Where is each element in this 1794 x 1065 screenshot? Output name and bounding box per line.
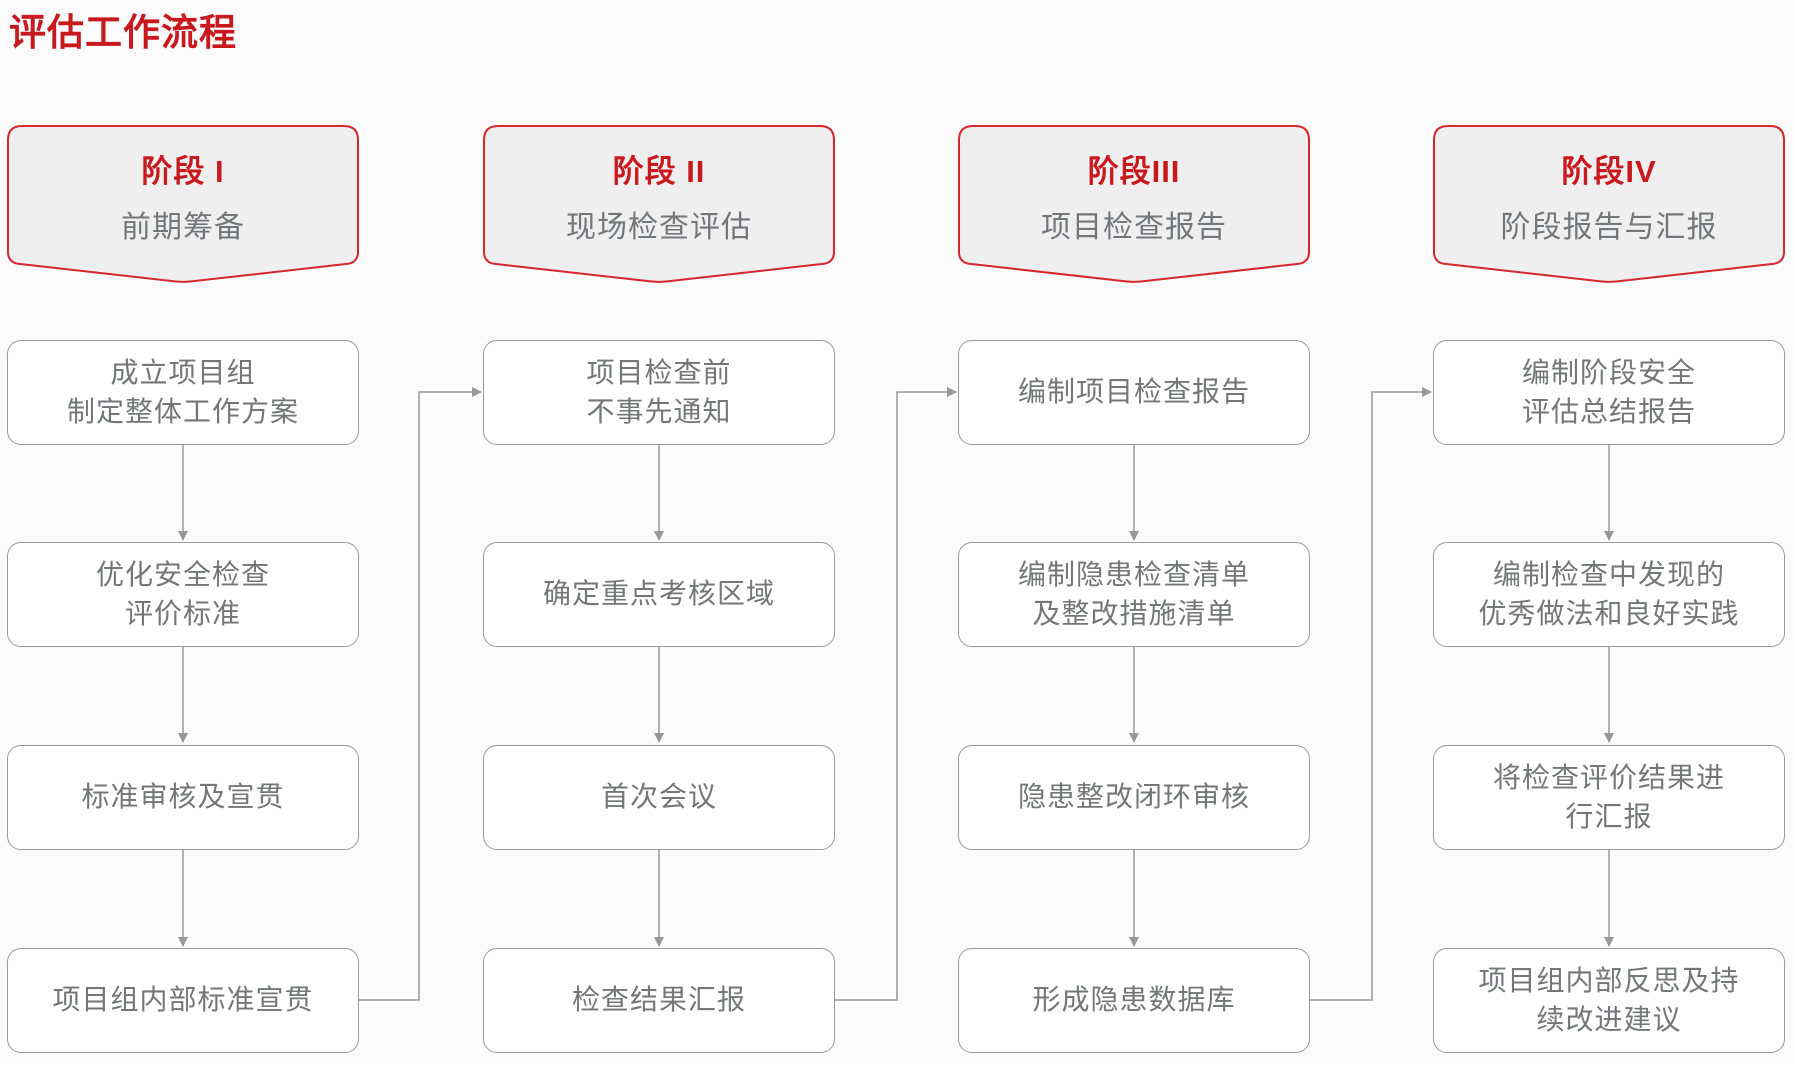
- stage-link-arrow-icon: [359, 387, 482, 1001]
- banner-ribbon-shape: [7, 125, 359, 283]
- step-box: 首次会议: [483, 745, 835, 850]
- stage-subtitle: 项目检查报告: [1041, 211, 1227, 244]
- step-box: 确定重点考核区域: [483, 542, 835, 647]
- stage-banner-2: 阶段 II 现场检查评估: [483, 125, 835, 283]
- step-box: 优化安全检查 评价标准: [7, 542, 359, 647]
- stage-title: 阶段III: [1087, 154, 1181, 189]
- banner-ribbon-shape: [483, 125, 835, 283]
- step-box: 隐患整改闭环审核: [958, 745, 1310, 850]
- step-box: 标准审核及宣贯: [7, 745, 359, 850]
- step-box: 编制隐患检查清单 及整改措施清单: [958, 542, 1310, 647]
- step-box: 项目组内部反思及持 续改进建议: [1433, 948, 1785, 1053]
- stage-subtitle: 阶段报告与汇报: [1500, 211, 1718, 244]
- banner-ribbon-shape: [958, 125, 1310, 283]
- page-title: 评估工作流程: [9, 12, 237, 53]
- step-box: 将检查评价结果进 行汇报: [1433, 745, 1785, 850]
- stage-column-4: 阶段IV 阶段报告与汇报 编制阶段安全 评估总结报告 编制检查中发现的 优秀做法…: [1433, 0, 1785, 1065]
- stage-banner-1: 阶段 I 前期筹备: [7, 125, 359, 283]
- step-box: 编制检查中发现的 优秀做法和良好实践: [1433, 542, 1785, 647]
- stage-column-1: 阶段 I 前期筹备 成立项目组 制定整体工作方案 优化安全检查 评价标准 标准审…: [7, 0, 359, 1065]
- stage-column-3: 阶段III 项目检查报告 编制项目检查报告 编制隐患检查清单 及整改措施清单 隐…: [958, 0, 1310, 1065]
- stage-title: 阶段 II: [612, 154, 706, 189]
- stage-link-arrow-icon: [835, 387, 957, 1001]
- step-box: 检查结果汇报: [483, 948, 835, 1053]
- step-box: 项目检查前 不事先通知: [483, 340, 835, 445]
- stage-column-2: 阶段 II 现场检查评估 项目检查前 不事先通知 确定重点考核区域 首次会议 检…: [483, 0, 835, 1065]
- stage-title: 阶段 I: [141, 154, 225, 189]
- stage-link-arrow-icon: [1310, 387, 1432, 1001]
- step-box: 形成隐患数据库: [958, 948, 1310, 1053]
- stage-subtitle: 现场检查评估: [566, 211, 752, 244]
- step-box: 项目组内部标准宣贯: [7, 948, 359, 1053]
- stage-banner-3: 阶段III 项目检查报告: [958, 125, 1310, 283]
- stage-banner-4: 阶段IV 阶段报告与汇报: [1433, 125, 1785, 283]
- stage-title: 阶段IV: [1561, 154, 1657, 189]
- step-box: 成立项目组 制定整体工作方案: [7, 340, 359, 445]
- banner-ribbon-shape: [1433, 125, 1785, 283]
- stage-subtitle: 前期筹备: [121, 211, 245, 244]
- step-box: 编制阶段安全 评估总结报告: [1433, 340, 1785, 445]
- step-box: 编制项目检查报告: [958, 340, 1310, 445]
